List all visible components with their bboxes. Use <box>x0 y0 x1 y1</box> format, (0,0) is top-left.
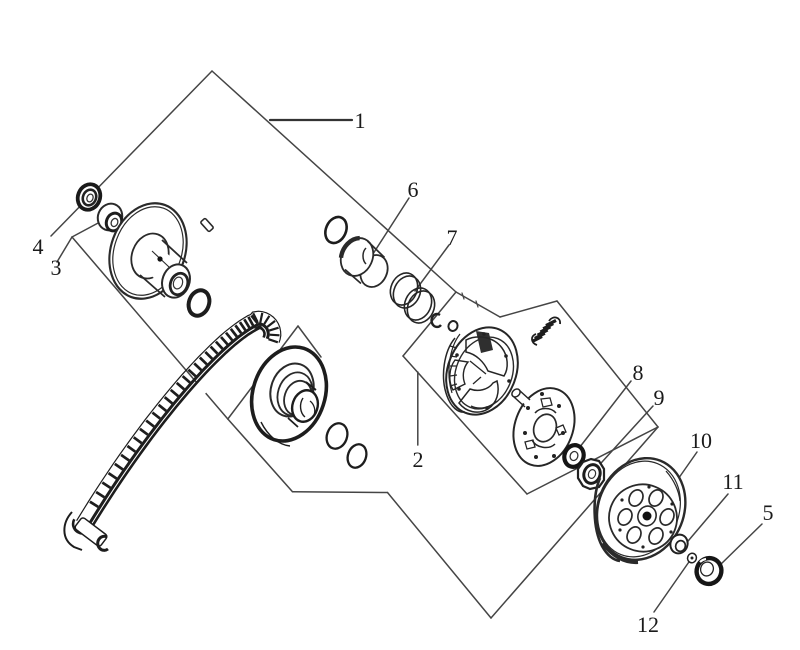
svg-text:3: 3 <box>51 255 62 280</box>
svg-text:10: 10 <box>690 428 712 453</box>
svg-text:8: 8 <box>633 360 644 385</box>
svg-text:12: 12 <box>637 612 659 637</box>
svg-text:4: 4 <box>33 234 44 259</box>
svg-text:1: 1 <box>355 108 366 133</box>
svg-text:9: 9 <box>654 385 665 410</box>
svg-text:2: 2 <box>413 447 424 472</box>
svg-text:7: 7 <box>447 225 458 250</box>
svg-text:11: 11 <box>722 469 743 494</box>
svg-text:5: 5 <box>763 500 774 525</box>
svg-text:6: 6 <box>408 177 419 202</box>
